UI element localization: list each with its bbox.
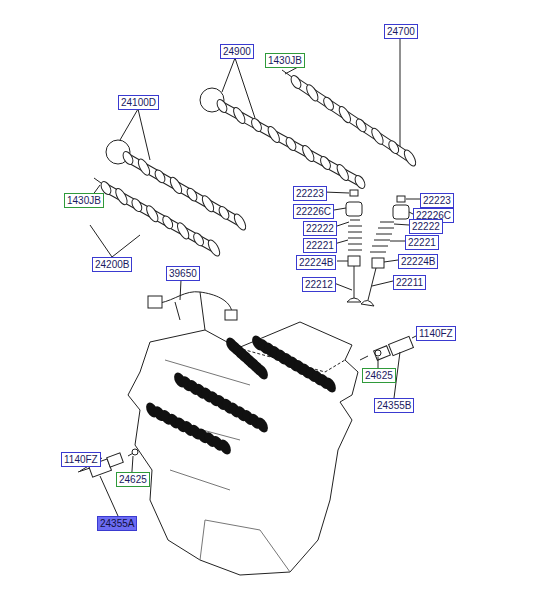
callout-number: 22223 xyxy=(420,193,454,208)
callout-number: 22212 xyxy=(302,277,336,292)
callout-number: 22222 xyxy=(303,221,337,236)
callout-number: 22211 xyxy=(393,275,426,290)
callout-number: 24625 xyxy=(116,472,150,487)
callout-number: 39650 xyxy=(166,266,200,281)
callout-number: 24900 xyxy=(220,44,254,59)
callout-number: 24625 xyxy=(362,368,396,383)
callout-number: 22226C xyxy=(293,204,334,219)
callout-number: 24100D xyxy=(118,95,159,110)
callout-number: 22223 xyxy=(293,186,327,201)
callout-number: 24355B xyxy=(374,398,414,413)
callout-number: 22224B xyxy=(296,255,336,270)
callout-number: 1430JB xyxy=(64,193,104,208)
callout-number: 1140FZ xyxy=(416,326,456,341)
callout-number: 24355A xyxy=(97,516,137,531)
callout-number: 22221 xyxy=(303,238,337,253)
callout-number: 24200B xyxy=(92,257,132,272)
callout-number: 22222 xyxy=(409,219,443,234)
callout-number: 1430JB xyxy=(265,53,305,68)
callout-number: 1140FZ xyxy=(61,452,101,467)
callout-number: 22221 xyxy=(405,235,439,250)
callout-number: 22224B xyxy=(398,254,438,269)
callout-number: 24700 xyxy=(384,24,418,39)
